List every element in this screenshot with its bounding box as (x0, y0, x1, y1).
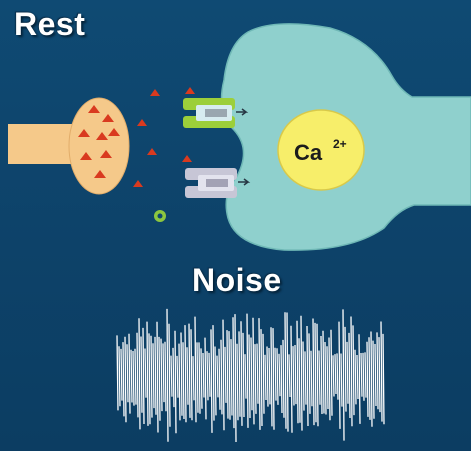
noise-waveform (116, 308, 385, 443)
modulator-molecule (154, 210, 166, 222)
green-receptor (183, 98, 249, 128)
cleft-neurotransmitters (133, 87, 195, 187)
calcium-symbol: Ca (294, 140, 323, 165)
gray-receptor (185, 168, 251, 198)
rest-title: Rest (14, 6, 86, 42)
noise-trace (116, 308, 385, 443)
presynaptic-axon (8, 124, 80, 164)
vesicle-neurotransmitters (78, 105, 120, 178)
calcium-ion: Ca 2+ (277, 109, 365, 191)
calcium-charge: 2+ (333, 137, 347, 151)
noise-title: Noise (192, 262, 282, 298)
